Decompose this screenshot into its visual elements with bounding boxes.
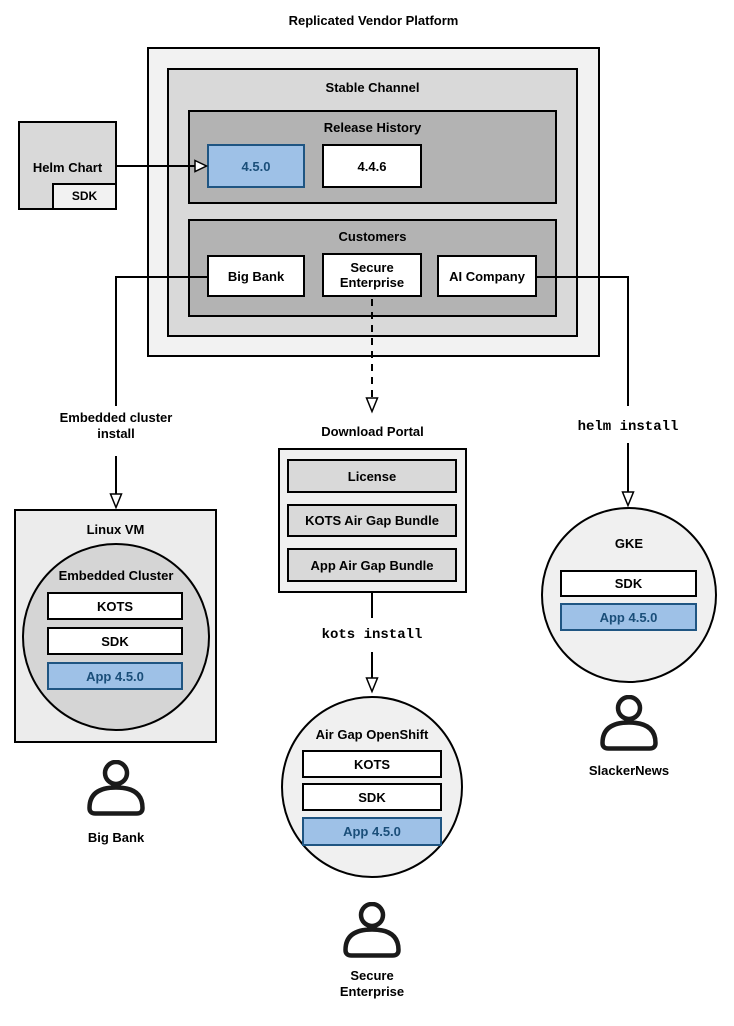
download-portal-label: Download Portal bbox=[321, 424, 424, 439]
customer-big-bank: Big Bank bbox=[207, 255, 305, 297]
gke-label: GKE bbox=[614, 536, 644, 551]
gke-sdk-box: SDK bbox=[560, 570, 697, 597]
secure-enterprise-user-label: Secure Enterprise bbox=[339, 968, 405, 999]
kots-install-label: kots install bbox=[321, 627, 423, 643]
portal-kots-bundle-box: KOTS Air Gap Bundle bbox=[287, 504, 457, 537]
embedded-sdk-box: SDK bbox=[47, 627, 183, 655]
user-icon bbox=[87, 760, 145, 816]
customer-ai-company: AI Company bbox=[437, 255, 537, 297]
helm-chart-label: Helm Chart bbox=[32, 160, 103, 175]
gke-circle: GKE SDK App 4.5.0 bbox=[541, 507, 717, 683]
embedded-cluster-label: Embedded Cluster bbox=[58, 568, 174, 583]
secure-enterprise-user: Secure Enterprise bbox=[327, 902, 417, 1000]
portal-license-box: License bbox=[287, 459, 457, 493]
kots-install-arrowhead bbox=[365, 677, 379, 694]
release-4-4-6: 4.4.6 bbox=[322, 144, 422, 188]
helm-install-arrowhead bbox=[621, 491, 635, 508]
release-history-box: Release History 4.5.0 4.4.6 bbox=[188, 110, 557, 204]
airgap-kots-box: KOTS bbox=[302, 750, 442, 778]
embedded-kots-box: KOTS bbox=[47, 592, 183, 620]
airgap-sdk-box: SDK bbox=[302, 783, 442, 811]
download-portal-box: License KOTS Air Gap Bundle App Air Gap … bbox=[278, 448, 467, 593]
user-icon bbox=[343, 902, 401, 958]
customers-box: Customers Big Bank Secure Enterprise AI … bbox=[188, 219, 557, 317]
gke-app-box: App 4.5.0 bbox=[560, 603, 697, 631]
portal-app-bundle-box: App Air Gap Bundle bbox=[287, 548, 457, 582]
slackernews-user: SlackerNews bbox=[579, 695, 679, 779]
airgap-app-box: App 4.5.0 bbox=[302, 817, 442, 846]
helm-install-label: helm install bbox=[577, 419, 679, 435]
helm-chart-box: Helm Chart SDK bbox=[18, 121, 117, 210]
big-bank-user-label: Big Bank bbox=[87, 830, 145, 845]
linux-vm-label: Linux VM bbox=[86, 522, 145, 537]
diagram-title: Replicated Vendor Platform bbox=[288, 13, 459, 28]
helm-chart-sdk-box: SDK bbox=[52, 183, 117, 210]
big-bank-user: Big Bank bbox=[66, 760, 166, 846]
stable-channel-label: Stable Channel bbox=[325, 80, 420, 95]
embedded-cluster-circle: Embedded Cluster KOTS SDK App 4.5.0 bbox=[22, 543, 210, 731]
slackernews-user-label: SlackerNews bbox=[588, 763, 670, 778]
release-4-5-0: 4.5.0 bbox=[207, 144, 305, 188]
customer-secure-enterprise: Secure Enterprise bbox=[322, 253, 422, 297]
vendor-platform-box: Stable Channel Release History 4.5.0 4.4… bbox=[147, 47, 600, 357]
embedded-app-box: App 4.5.0 bbox=[47, 662, 183, 690]
airgap-openshift-label: Air Gap OpenShift bbox=[315, 727, 429, 742]
download-portal-arrowhead bbox=[365, 397, 379, 414]
stable-channel-box: Stable Channel Release History 4.5.0 4.4… bbox=[167, 68, 578, 337]
embedded-install-label: Embedded cluster install bbox=[59, 410, 173, 441]
embedded-install-arrowhead bbox=[109, 493, 123, 510]
customers-label: Customers bbox=[338, 229, 407, 244]
linux-vm-box: Linux VM Embedded Cluster KOTS SDK App 4… bbox=[14, 509, 217, 743]
airgap-openshift-circle: Air Gap OpenShift KOTS SDK App 4.5.0 bbox=[281, 696, 463, 878]
user-icon bbox=[600, 695, 658, 751]
release-history-label: Release History bbox=[323, 120, 422, 135]
